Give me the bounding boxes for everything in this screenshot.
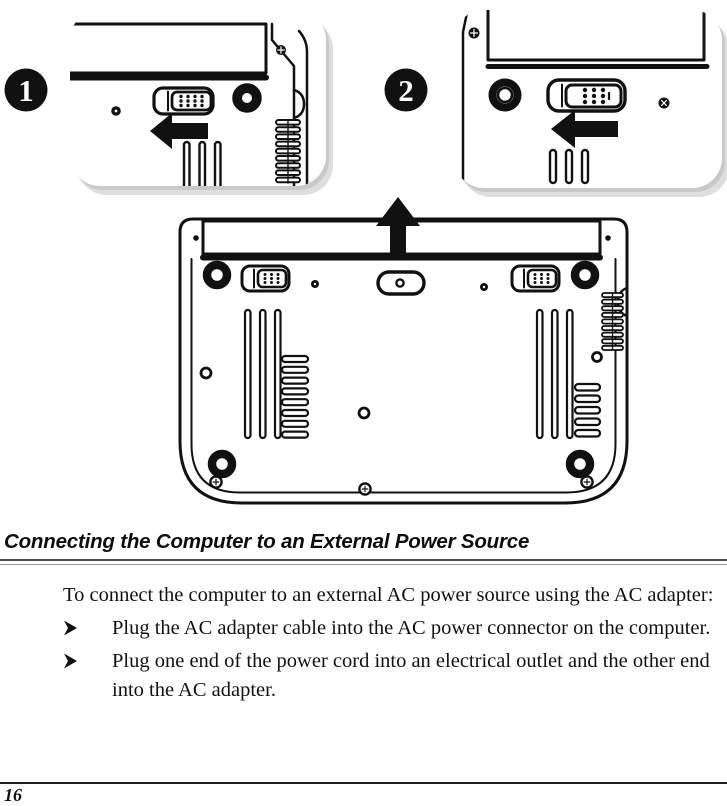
screw-hole [311, 280, 488, 291]
bullet-text: Plug the AC adapter cable into the AC po… [112, 617, 711, 639]
battery-latch-icon [152, 86, 215, 116]
screw-icon [358, 482, 372, 496]
bullet-text: Plug one end of the power cord into an e… [112, 650, 710, 701]
battery-latch-left [240, 264, 291, 293]
step-2-label: 2 [398, 73, 414, 108]
page-number: 16 [4, 785, 22, 805]
heading-rule [0, 559, 727, 565]
laptop-bottom-view [178, 197, 629, 505]
callout-step-2 [454, 10, 727, 197]
screw-icon [209, 475, 223, 489]
screw-hole [111, 106, 121, 116]
bullet-list: Plug the AC adapter cable into the AC po… [63, 614, 727, 705]
screw-icon [580, 475, 594, 489]
screw-hole [357, 406, 371, 420]
step-1-badge: 1 [4, 68, 48, 112]
lift-up-arrow-icon [376, 197, 420, 253]
body-content: To connect the computer to an external A… [63, 581, 727, 709]
case-inner-outline [190, 258, 617, 494]
screw-hole [658, 97, 670, 109]
list-item: Plug one end of the power cord into an e… [63, 647, 727, 705]
section-heading: Connecting the Computer to an External P… [4, 530, 530, 553]
side-vent-ladder [275, 119, 301, 184]
lock-screw-icon [488, 78, 522, 112]
rubber-foot [565, 449, 595, 479]
vent-slots-right [535, 308, 574, 440]
screw-hole [591, 351, 603, 363]
battery-removal-figure: 1 2 [4, 10, 727, 505]
vent-stack-right [573, 382, 602, 438]
case-edge-line [461, 10, 470, 188]
bullet-arrow-icon [64, 653, 77, 669]
rubber-foot [202, 260, 232, 290]
edge-vent-ladder [601, 292, 624, 351]
screw-icon [468, 27, 480, 39]
slide-left-arrow-icon [551, 110, 618, 148]
rubber-foot [570, 260, 600, 290]
screw-hole [199, 366, 213, 380]
slide-left-arrow-icon [150, 113, 208, 149]
footer-rule [0, 782, 727, 784]
bullet-arrow-icon [64, 620, 77, 636]
vent-stack-left [280, 354, 310, 439]
rubber-foot [207, 449, 237, 479]
vent-slots [182, 140, 222, 186]
intro-paragraph: To connect the computer to an external A… [63, 584, 714, 606]
screw-icon [276, 45, 286, 55]
list-item: Plug the AC adapter cable into the AC po… [63, 614, 727, 643]
step-2-badge: 2 [384, 68, 428, 112]
vent-slots [548, 148, 590, 185]
vent-slots-left [243, 308, 282, 440]
callout-step-1 [70, 10, 333, 195]
battery-edge [70, 22, 269, 81]
step-1-label: 1 [18, 73, 34, 108]
lock-screw-icon [232, 83, 262, 113]
battery-latch-right [510, 264, 561, 293]
battery-latch-icon [546, 78, 627, 113]
battery-edge [485, 10, 710, 69]
center-release-button [376, 270, 426, 296]
